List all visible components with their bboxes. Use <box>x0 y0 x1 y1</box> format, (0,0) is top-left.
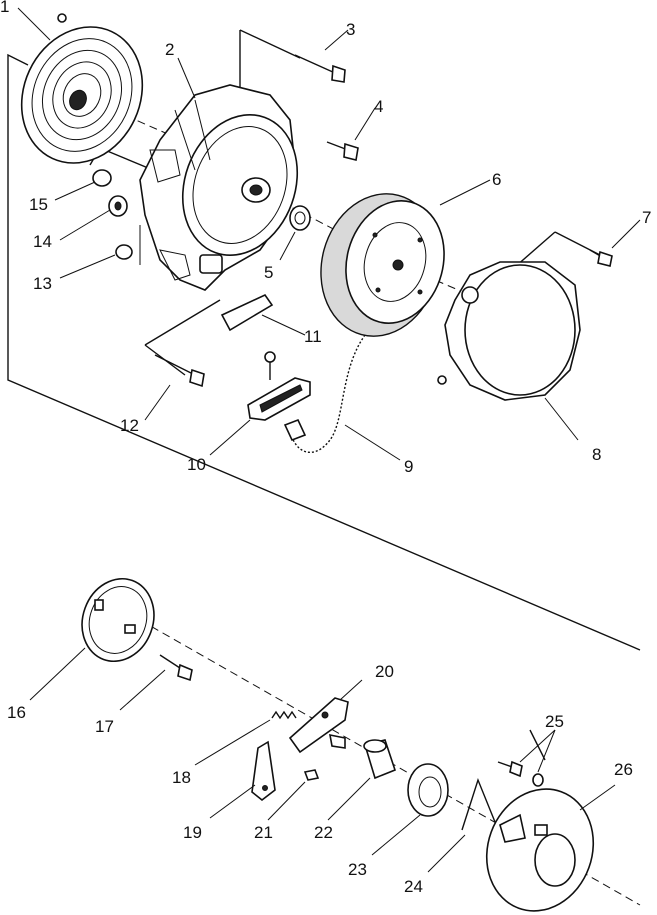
callout-15: 15 <box>29 195 48 214</box>
fitting-14 <box>108 195 128 217</box>
nut-13 <box>115 244 133 260</box>
starter-housing <box>139 84 299 291</box>
callout-16: 16 <box>7 703 26 722</box>
callout-10: 10 <box>187 455 206 474</box>
callout-9: 9 <box>404 457 413 476</box>
callout-22: 22 <box>314 823 333 842</box>
callout-21: 21 <box>254 823 273 842</box>
callout-6: 6 <box>492 170 501 189</box>
callout-3: 3 <box>346 20 355 39</box>
bolt-17 <box>159 654 193 682</box>
washer-5 <box>289 205 311 231</box>
callout-1: 1 <box>0 0 9 16</box>
washer-15 <box>92 169 112 187</box>
recoil-spring <box>20 13 144 164</box>
spring-wire-24 <box>461 777 496 831</box>
callout-8: 8 <box>592 445 601 464</box>
callout-26: 26 <box>614 760 633 779</box>
callout-7: 7 <box>642 208 651 227</box>
callout-25: 25 <box>545 712 564 731</box>
insert-11 <box>220 293 274 332</box>
plate-26 <box>485 788 595 912</box>
pulley-6 <box>320 193 445 337</box>
callout-18: 18 <box>172 768 191 787</box>
bushing-22 <box>363 739 396 780</box>
callout-19: 19 <box>183 823 202 842</box>
spring-18 <box>271 710 297 720</box>
bolt-25 <box>497 760 544 787</box>
callout-20: 20 <box>375 662 394 681</box>
callout-14: 14 <box>33 232 52 251</box>
bolt-4 <box>326 141 359 161</box>
bolt-3 <box>294 54 346 83</box>
bolt-7 <box>589 249 613 267</box>
callout-numbers: 1 2 3 4 5 6 7 8 9 10 11 12 13 14 15 16 1… <box>0 0 651 896</box>
pawl-19 <box>251 740 276 802</box>
callout-2: 2 <box>165 40 174 59</box>
bolt-12 <box>154 354 205 388</box>
callout-13: 13 <box>33 274 52 293</box>
callout-5: 5 <box>264 263 273 282</box>
callout-11: 11 <box>304 327 322 346</box>
callout-17: 17 <box>95 717 114 736</box>
callout-4: 4 <box>374 97 383 116</box>
handle-10 <box>247 351 311 442</box>
washer-23 <box>407 763 449 817</box>
callout-12: 12 <box>120 416 139 435</box>
leader-lines <box>17 7 641 873</box>
pin-21 <box>303 769 320 781</box>
friction-plate-20 <box>288 697 349 754</box>
cup-16 <box>81 577 155 663</box>
callout-23: 23 <box>348 860 367 879</box>
callout-24: 24 <box>404 877 423 896</box>
cover-8 <box>437 261 581 401</box>
